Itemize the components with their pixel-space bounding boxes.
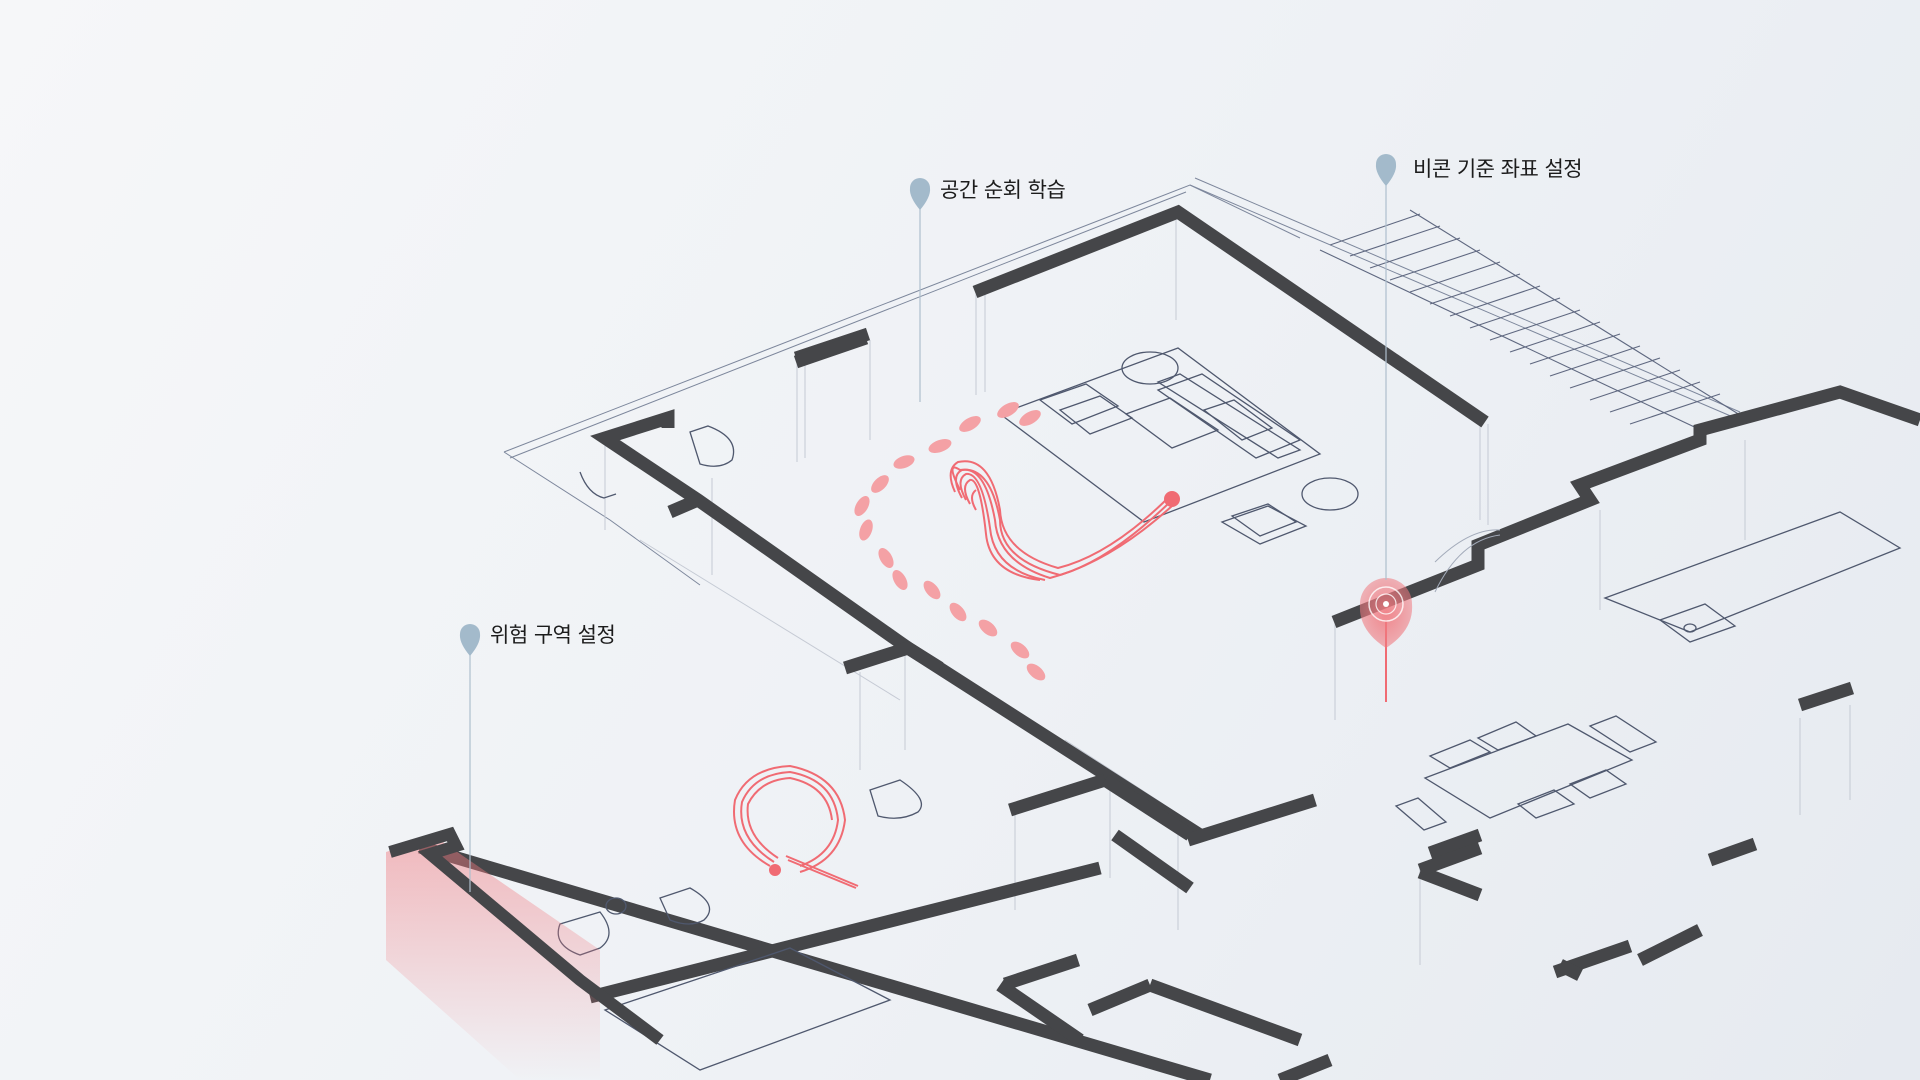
callout-label-patrol: 공간 순회 학습 <box>940 178 1066 202</box>
door-arcs <box>1434 529 1501 593</box>
footprints-icon <box>854 402 1046 681</box>
map-pin-icon <box>459 624 481 656</box>
cleaning-path-end-icon <box>1164 491 1180 507</box>
wall-stubs <box>793 331 1483 877</box>
wristband-clasp-icon <box>769 864 781 876</box>
danger-zone-highlight <box>386 836 600 1080</box>
danger-zone-wall <box>388 826 664 1045</box>
living-room-furniture <box>998 347 1359 545</box>
callout-label-danger: 위험 구역 설정 <box>490 623 616 647</box>
callout-danger-pin[interactable] <box>459 624 481 892</box>
wristband-icon <box>733 764 859 889</box>
map-pin-icon <box>909 178 931 210</box>
dining-furniture <box>1394 511 1902 831</box>
staircase <box>1319 209 1741 433</box>
callout-patrol-pin[interactable] <box>909 178 931 402</box>
walls <box>418 204 1920 1080</box>
cleaning-path-icon <box>949 460 1173 581</box>
beacon-icon[interactable] <box>1359 578 1413 702</box>
bathroom-fixtures <box>557 425 923 1071</box>
callout-label-beacon: 비콘 기준 좌표 설정 <box>1413 157 1583 181</box>
map-pin-icon <box>1375 154 1397 186</box>
wall-ghost-lines <box>604 215 1851 965</box>
callout-beacon-pin[interactable] <box>1375 154 1397 580</box>
